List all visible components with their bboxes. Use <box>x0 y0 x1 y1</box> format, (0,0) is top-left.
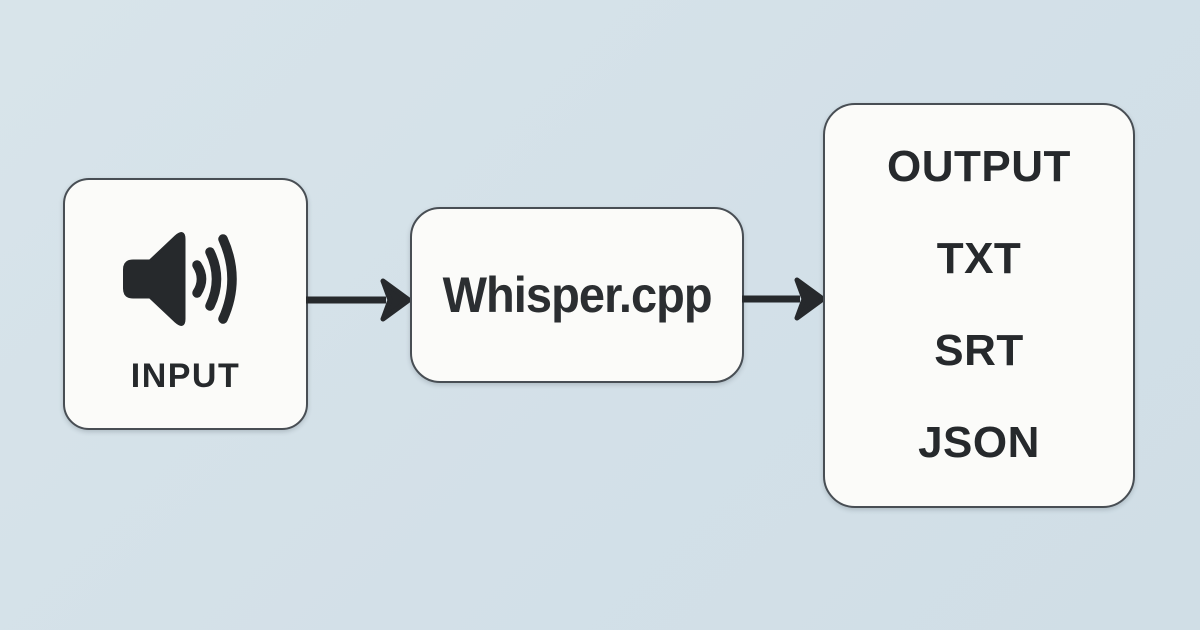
arrow-input-to-process <box>306 278 412 322</box>
output-format-srt: SRT <box>934 326 1024 375</box>
output-node-title: OUTPUT <box>887 142 1071 191</box>
input-node-label: INPUT <box>130 356 241 395</box>
arrow-process-to-output <box>742 277 826 321</box>
input-node: INPUT <box>63 178 308 430</box>
output-node: OUTPUT TXT SRT JSON <box>823 103 1135 508</box>
output-format-json: JSON <box>918 418 1040 467</box>
output-format-txt: TXT <box>936 234 1022 283</box>
process-node-label: Whisper.cpp <box>442 267 712 323</box>
process-node: Whisper.cpp <box>410 207 744 383</box>
speaker-audio-icon <box>122 231 237 326</box>
